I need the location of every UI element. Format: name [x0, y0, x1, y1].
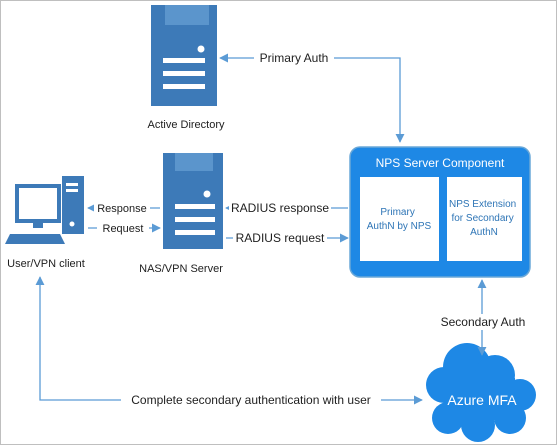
- azure-mfa-label: Azure MFA: [447, 392, 517, 408]
- complete-secondary-label-bg: [121, 392, 381, 408]
- user-vpn-client-label: User/VPN client: [7, 258, 85, 270]
- secondary-auth-label: Secondary Auth: [441, 315, 526, 329]
- nas-vpn-server-label: NAS/VPN Server: [139, 263, 223, 275]
- complete-secondary-connector: [35, 276, 423, 405]
- user-computer-icon: [5, 176, 84, 244]
- radius-response-label-bg: [229, 200, 331, 216]
- azure-mfa-cloud: [426, 343, 536, 442]
- response-label: Response: [97, 203, 147, 215]
- primary-auth-label-bg: [254, 50, 334, 66]
- nas-vpn-server-icon: [163, 153, 223, 249]
- nps-extension-label: NPS Extension for Secondary AuthN: [449, 199, 519, 238]
- radius-request-label: RADIUS request: [236, 231, 325, 245]
- secondary-auth-label-bg: [437, 314, 529, 330]
- request-label: Request: [103, 223, 144, 235]
- complete-secondary-label: Complete secondary authentication with u…: [131, 393, 370, 407]
- primary-authn-label: Primary AuthN by NPS: [367, 207, 432, 232]
- response-label-bg: [94, 201, 150, 216]
- primary-auth-label: Primary Auth: [260, 51, 329, 65]
- request-label-bg: [97, 221, 149, 236]
- nps-server-component: NPS Server Component: [349, 146, 531, 278]
- primary-auth-connector: [219, 53, 405, 143]
- radius-request-label-bg: [233, 230, 327, 246]
- active-directory-label: Active Directory: [147, 119, 225, 131]
- active-directory-server-icon: [151, 5, 217, 106]
- radius-response-label: RADIUS response: [231, 201, 329, 215]
- nps-server-component-title: NPS Server Component: [376, 156, 505, 170]
